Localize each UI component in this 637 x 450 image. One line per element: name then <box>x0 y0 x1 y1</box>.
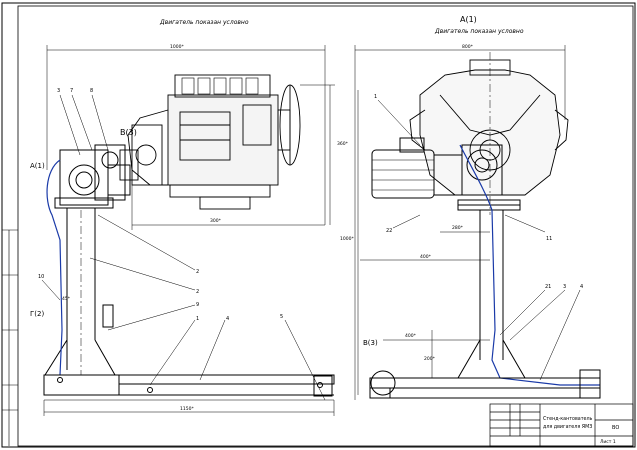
right-engine <box>409 52 569 215</box>
left-column <box>44 208 116 376</box>
inner-frame <box>17 5 634 447</box>
right-dim-base-label: 400* <box>405 333 417 339</box>
right-leaders <box>377 99 581 381</box>
margin-cells <box>2 229 18 411</box>
left-leader-8: 8 <box>90 88 93 94</box>
left-view-label: А(1) <box>30 162 45 170</box>
left-dim-vert <box>300 84 335 225</box>
right-dim-mid-label: 400* <box>420 254 432 260</box>
left-view-title: Двигатель показан условно <box>159 19 249 26</box>
right-leader-22: 22 <box>386 228 392 234</box>
right-leader-3: 3 <box>563 284 566 290</box>
left-side-label: Г(2) <box>30 310 44 318</box>
right-hose <box>459 144 600 386</box>
left-leader-2a: 2 <box>196 269 199 275</box>
left-dim-bottom <box>131 185 325 230</box>
left-leader-5: 5 <box>280 314 283 320</box>
left-base-dim <box>43 400 335 416</box>
right-leader-21: 21 <box>545 284 551 290</box>
title-mark: ВО <box>612 425 619 431</box>
left-leaders <box>41 94 326 401</box>
left-section-label: В(3) <box>120 128 137 137</box>
left-gearbox <box>54 144 131 209</box>
right-base <box>369 369 601 399</box>
left-dim-top <box>46 45 326 225</box>
left-dim-top-label: 1000* <box>170 44 184 50</box>
left-leader-4: 4 <box>226 316 229 322</box>
right-dim-vert-label: 1000* <box>340 236 354 242</box>
title-name-line2: для двигателя ЯМЗ <box>543 424 592 430</box>
right-leader-11: 11 <box>546 236 552 242</box>
left-column-dim: 45* <box>62 296 71 302</box>
right-view-title: Двигатель показан условно <box>434 28 524 35</box>
right-dims <box>354 45 566 400</box>
right-dim-mid-small-label: 280* <box>452 225 464 231</box>
left-leader-1: 1 <box>196 316 199 322</box>
title-name-line1: Стенд-кантователь <box>543 416 593 422</box>
left-dim-bottom-label: 300* <box>210 218 222 224</box>
left-base-dim-label: 1150* <box>180 406 194 412</box>
right-leader-1: 1 <box>374 94 377 100</box>
left-hose <box>46 159 63 376</box>
right-view-label: А(1) <box>460 15 477 24</box>
left-leader-3: 3 <box>57 88 60 94</box>
title-block <box>489 403 634 447</box>
left-leader-9: 9 <box>196 302 199 308</box>
left-leader-7: 7 <box>70 88 73 94</box>
left-base <box>43 374 335 401</box>
left-dim-vert-label: 360* <box>337 141 349 147</box>
right-column <box>457 199 526 379</box>
right-leader-4: 4 <box>580 284 583 290</box>
right-dim-top-label: 800* <box>462 44 474 50</box>
title-sheet: Лист 1 <box>600 439 616 445</box>
right-section-label: В(3) <box>363 339 378 347</box>
left-leader-10: 10 <box>38 274 44 280</box>
right-dim-vert2-label: 200* <box>424 356 436 362</box>
right-motor <box>371 137 503 199</box>
left-leader-2b: 2 <box>196 289 199 295</box>
left-engine <box>119 74 301 210</box>
